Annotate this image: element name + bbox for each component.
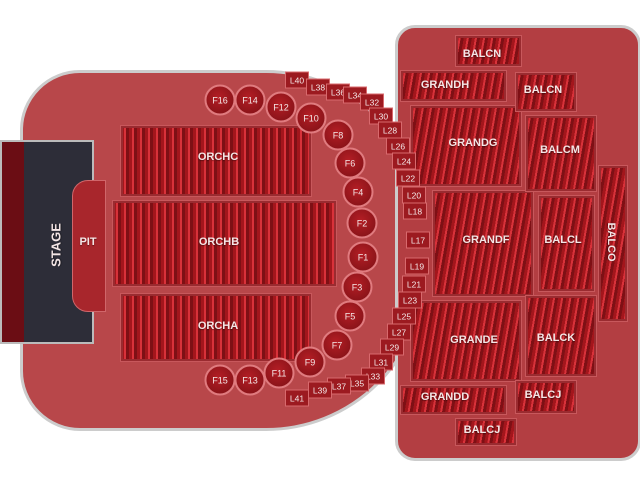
loge-box-l20[interactable]: L20 bbox=[402, 186, 426, 204]
balcony-section[interactable] bbox=[538, 195, 595, 292]
floor-box-f1[interactable]: F1 bbox=[347, 241, 379, 273]
orchestra-section[interactable] bbox=[112, 200, 337, 287]
loge-box-l41[interactable]: L41 bbox=[285, 389, 309, 407]
floor-box-f5[interactable]: F5 bbox=[334, 300, 366, 332]
grand-section-label: GRANDG bbox=[448, 137, 498, 149]
balcony-section-label: BALCJ bbox=[463, 424, 501, 436]
loge-box-l18[interactable]: L18 bbox=[403, 202, 427, 220]
loge-box-l26[interactable]: L26 bbox=[386, 137, 410, 155]
grand-section-label: GRANDD bbox=[420, 391, 470, 403]
grand-section-label: GRANDE bbox=[450, 334, 498, 346]
orchestra-section-label: ORCHA bbox=[197, 320, 239, 332]
balcony-section-label: BALCN bbox=[462, 48, 502, 60]
floor-box-f9[interactable]: F9 bbox=[294, 346, 326, 378]
balcony-section[interactable] bbox=[525, 115, 597, 192]
floor-box-f12[interactable]: F12 bbox=[265, 91, 297, 123]
loge-box-l17[interactable]: L17 bbox=[406, 231, 430, 249]
loge-box-l35[interactable]: L35 bbox=[345, 374, 369, 392]
floor-box-f6[interactable]: F6 bbox=[334, 147, 366, 179]
loge-box-l23[interactable]: L23 bbox=[398, 291, 422, 309]
floor-box-f2[interactable]: F2 bbox=[346, 207, 378, 239]
grand-section[interactable] bbox=[400, 385, 507, 415]
floor-box-f14[interactable]: F14 bbox=[234, 84, 266, 116]
balcony-section-label: BALCL bbox=[544, 234, 582, 246]
floor-box-f13[interactable]: F13 bbox=[234, 364, 266, 396]
grand-section[interactable] bbox=[410, 300, 522, 382]
balcony-section-label: BALCJ bbox=[524, 389, 562, 401]
grand-section[interactable] bbox=[432, 190, 534, 297]
floor-box-f7[interactable]: F7 bbox=[321, 329, 353, 361]
balcony-section-label: BALCK bbox=[536, 332, 576, 344]
grand-section[interactable] bbox=[400, 70, 507, 102]
loge-box-l24[interactable]: L24 bbox=[392, 152, 416, 170]
loge-box-l28[interactable]: L28 bbox=[378, 121, 402, 139]
orchestra-section-label: ORCHC bbox=[197, 151, 239, 163]
balcony-section[interactable] bbox=[515, 380, 577, 414]
loge-box-l21[interactable]: L21 bbox=[402, 275, 426, 293]
grand-section[interactable] bbox=[410, 105, 522, 187]
balcony-section[interactable] bbox=[525, 295, 597, 377]
balcony-section[interactable] bbox=[455, 35, 522, 67]
pit-section[interactable] bbox=[72, 180, 106, 312]
orchestra-section-label: ORCHB bbox=[198, 236, 240, 248]
balcony-section-label: BALCM bbox=[540, 144, 580, 156]
floor-box-f3[interactable]: F3 bbox=[341, 271, 373, 303]
orchestra-section[interactable] bbox=[120, 293, 312, 362]
balcony-section-label: BALCO bbox=[605, 222, 617, 262]
floor-box-f11[interactable]: F11 bbox=[263, 357, 295, 389]
grand-section-label: GRANDH bbox=[420, 79, 470, 91]
balcony-section[interactable] bbox=[598, 165, 628, 322]
balcony-section-label: BALCN bbox=[523, 84, 563, 96]
loge-box-l19[interactable]: L19 bbox=[405, 257, 429, 275]
balcony-section[interactable] bbox=[515, 72, 577, 112]
floor-box-f15[interactable]: F15 bbox=[204, 364, 236, 396]
loge-box-l39[interactable]: L39 bbox=[308, 381, 332, 399]
loge-box-l25[interactable]: L25 bbox=[392, 307, 416, 325]
loge-box-l22[interactable]: L22 bbox=[396, 169, 420, 187]
orchestra-section[interactable] bbox=[120, 125, 312, 197]
floor-box-f10[interactable]: F10 bbox=[295, 102, 327, 134]
balcony-section[interactable] bbox=[455, 418, 517, 446]
pit-label: PIT bbox=[79, 236, 97, 248]
grand-section-label: GRANDF bbox=[462, 234, 510, 246]
floor-box-f16[interactable]: F16 bbox=[204, 84, 236, 116]
floor-box-f4[interactable]: F4 bbox=[342, 176, 374, 208]
floor-box-f8[interactable]: F8 bbox=[322, 119, 354, 151]
stage-label: STAGE bbox=[48, 223, 64, 267]
